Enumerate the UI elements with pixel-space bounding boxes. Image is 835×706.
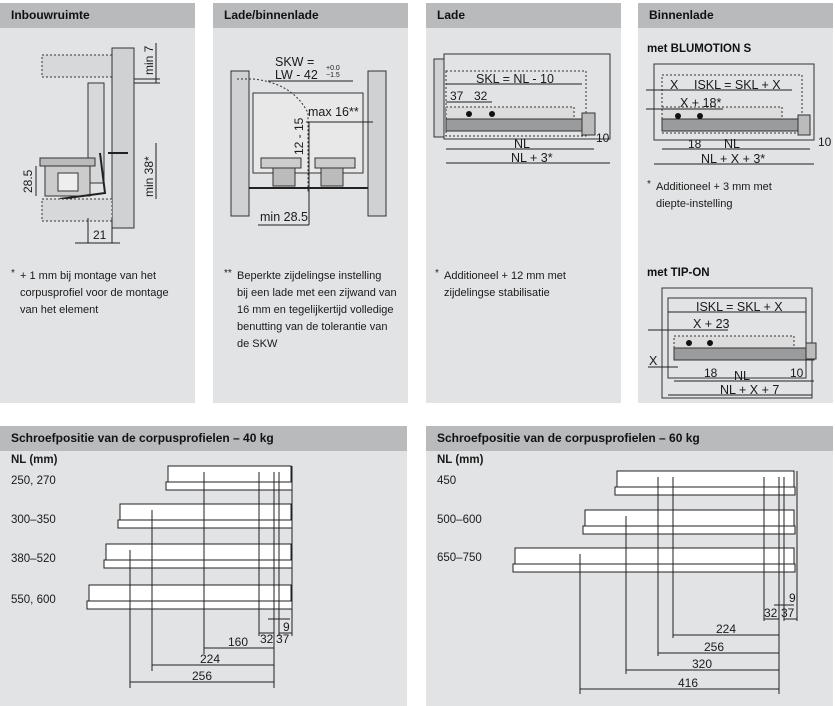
dim-x18: X + 18*: [680, 96, 721, 110]
row-label: 450: [437, 475, 457, 487]
dim-416: 416: [678, 676, 698, 690]
profile: [616, 470, 795, 488]
dim-total: NL + X + 7: [720, 383, 779, 397]
dim-32: 32: [474, 89, 488, 103]
tol-plus: +0.0: [326, 65, 340, 72]
tipon-diagram: ISKL = SKL + X X + 23 X 18 NL 10 NL + X …: [648, 287, 817, 399]
profile: [514, 547, 795, 565]
screw40-diagram: 9 32 37 160 224 256: [86, 465, 293, 688]
dim-nl3: NL + 3*: [511, 151, 553, 165]
dim-10: 10: [596, 131, 610, 145]
panel-binnenlade: Binnenlade met BLUMOTION S X ISKL = SKL …: [638, 3, 833, 403]
dim-nl: NL: [734, 369, 750, 383]
runner: [39, 157, 96, 167]
screw60-diagram: 9 32 37 224 256 320 416: [512, 470, 798, 694]
front-panel: [433, 58, 445, 138]
dim-10: 10: [818, 135, 832, 149]
profile: [105, 543, 292, 561]
runner: [445, 118, 592, 132]
profile: [88, 584, 292, 602]
dim-x: X: [649, 354, 658, 368]
dim-max16: max 16**: [308, 105, 359, 119]
profile: [167, 465, 292, 483]
panel-lade: Lade SKL = NL - 10 37 32 10 NL NL + 3* *…: [426, 3, 621, 403]
dim-lw42: LW - 42: [275, 68, 318, 82]
shelf-top: [41, 54, 113, 78]
tol-minus: −1.5: [326, 72, 340, 79]
dim-256: 256: [704, 640, 724, 654]
dim-min7: min 7: [142, 45, 156, 75]
lade-binnenlade-diagram: SKW = LW - 42 +0.0 −1.5 max 16** 12 - 15…: [230, 55, 387, 226]
row-label: 380–520: [11, 553, 56, 565]
dim-skw: SKW =: [275, 55, 314, 69]
panel-title: Lade/binnenlade: [213, 3, 408, 28]
dim-32: 32: [764, 606, 778, 620]
profile: [119, 503, 292, 521]
dim-nl: NL: [724, 137, 740, 151]
inbouwruimte-diagram: min 7 min 38* 28.5 21: [21, 43, 160, 244]
dim-9: 9: [789, 591, 796, 605]
footnote: ** Beperkte zijdelingse instelling bij e…: [224, 268, 397, 350]
cabinet-wall: [111, 47, 135, 229]
footnote: * + 1 mm bij montage van het corpusprofi…: [11, 268, 169, 316]
row-label: 300–350: [11, 514, 56, 526]
panel-screw-60kg: Schroefpositie van de corpusprofielen – …: [426, 426, 833, 706]
panel-screw-40kg: Schroefpositie van de corpusprofielen – …: [0, 426, 407, 706]
dim-37: 37: [781, 606, 795, 620]
dim-21: 21: [93, 228, 107, 242]
dim-160: 160: [228, 635, 248, 649]
footnote: * Additioneel + 3 mm met diepte-instelli…: [647, 179, 772, 210]
panel-title: Binnenlade: [638, 3, 833, 28]
dim-32: 32: [260, 632, 274, 646]
dim-x23: X + 23: [693, 317, 730, 331]
dim-37: 37: [276, 632, 290, 646]
dim-x: X: [670, 78, 679, 92]
panel-title: Schroefpositie van de corpusprofielen – …: [0, 426, 407, 451]
dim-iskl: ISKL = SKL + X: [696, 300, 783, 314]
panel-title: Lade: [426, 3, 621, 28]
dim-12-15: 12 - 15: [292, 117, 306, 155]
cabinet-wall-left: [230, 70, 250, 217]
dim-total: NL + X + 3*: [701, 152, 765, 166]
blumotion-diagram: X ISKL = SKL + X X + 18* 18 NL 10 NL + X…: [646, 63, 832, 166]
panel-title: Schroefpositie van de corpusprofielen – …: [426, 426, 833, 451]
dim-28-5: 28.5: [21, 169, 35, 193]
dim-iskl: ISKL = SKL + X: [694, 78, 781, 92]
dim-37: 37: [450, 89, 464, 103]
dim-9: 9: [283, 620, 290, 634]
dim-224: 224: [200, 652, 220, 666]
profile: [584, 509, 795, 527]
row-label: 550, 600: [11, 594, 56, 606]
subtitle-blumotion: met BLUMOTION S: [647, 43, 752, 55]
dim-224: 224: [716, 622, 736, 636]
subtitle-tipon: met TIP-ON: [647, 267, 710, 279]
panel-inbouwruimte: Inbouwruimte min 7 min 38* 28.5 21 * + 1…: [0, 3, 195, 403]
row-label: 650–750: [437, 552, 482, 564]
panel-title: Inbouwruimte: [0, 3, 195, 28]
dim-320: 320: [692, 657, 712, 671]
dim-skl: SKL = NL - 10: [476, 72, 554, 86]
lade-diagram: SKL = NL - 10 37 32 10 NL NL + 3*: [433, 53, 611, 165]
shelf-bottom: [41, 198, 113, 222]
dim-18: 18: [704, 366, 718, 380]
dim-min28-5: min 28.5: [260, 210, 308, 224]
row-label: 500–600: [437, 514, 482, 526]
cabinet-wall-right: [367, 70, 387, 217]
dim-10: 10: [790, 366, 804, 380]
nl-header: NL (mm): [11, 454, 58, 466]
row-label: 250, 270: [11, 475, 56, 487]
dim-256: 256: [192, 669, 212, 683]
dim-18: 18: [688, 137, 702, 151]
footnote: * Additioneel + 12 mm met zijdelingse st…: [435, 268, 566, 299]
panel-lade-binnenlade: Lade/binnenlade SKW = LW - 42 +0.0 −1.5 …: [213, 3, 408, 403]
dim-min38: min 38*: [142, 156, 156, 197]
dim-nl: NL: [514, 137, 530, 151]
nl-header: NL (mm): [437, 454, 484, 466]
